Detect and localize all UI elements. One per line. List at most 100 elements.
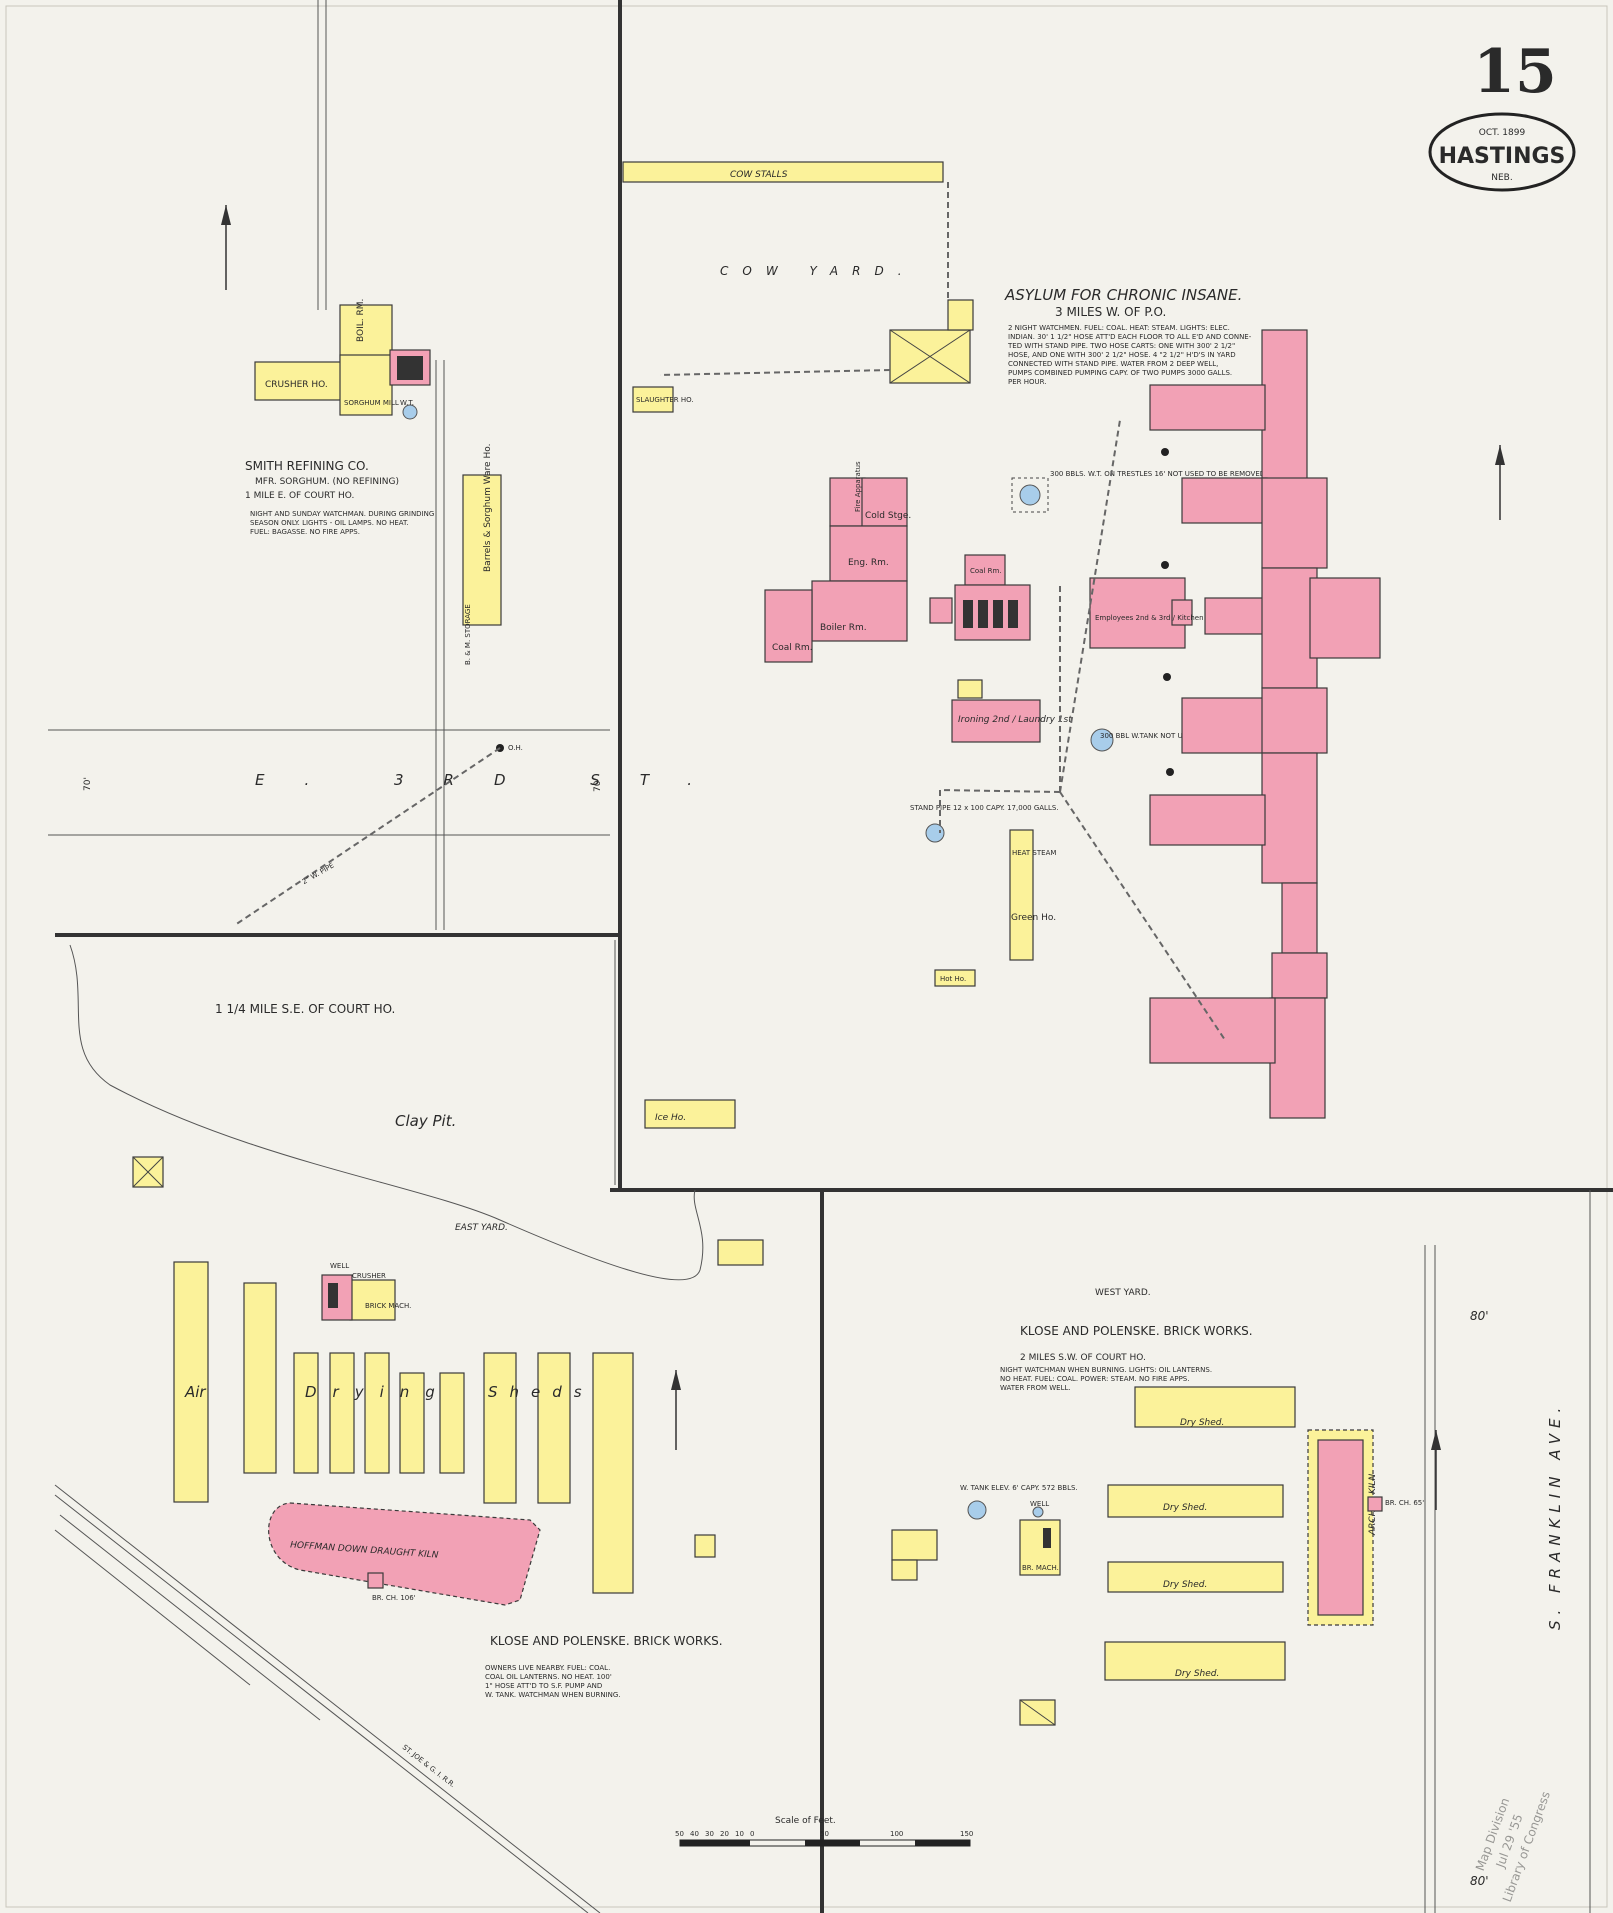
- street-label: E. 3RD ST.: [255, 771, 732, 789]
- section-dividers: [55, 0, 1613, 1913]
- employees-wing: [1171, 599, 1193, 626]
- pit-note-4: W. TANK. WATCHMAN WHEN BURNING.: [485, 1691, 621, 1699]
- dry-shed-e-label: Dry Shed.: [1180, 1418, 1224, 1428]
- pit-note-1: OWNERS LIVE NEARBY. FUEL: COAL.: [485, 1664, 610, 1672]
- elevated-tank-1: [1019, 484, 1041, 506]
- boiler-icons: [963, 600, 1018, 628]
- title-cartouche: OCT. 1899 HASTINGS NEB.: [1428, 112, 1576, 192]
- ironing-label: Ironing 2nd / Laundry 1st: [958, 715, 1072, 725]
- scale-tick-4: 20: [720, 1830, 729, 1838]
- street-width-left: 70': [83, 777, 93, 791]
- dry-shed-d: [1107, 1561, 1284, 1593]
- fire-apparatus: [829, 477, 866, 527]
- street-width-right: 70': [593, 778, 603, 792]
- cow-stalls: [622, 161, 944, 183]
- water-tank-icon: [402, 404, 418, 420]
- coal-label: Coal Rm.: [772, 643, 813, 653]
- scale-bar: Scale of Feet. 50 40 30 20 10 0 50 100 1…: [675, 1816, 973, 1847]
- scale-tick-2: 40: [690, 1830, 699, 1838]
- tank1-label: 300 BBLS. W.T. ON TRESTLES 16' NOT USED …: [1050, 470, 1265, 478]
- boiler-room: [339, 304, 393, 361]
- hot-house: [934, 969, 976, 987]
- air-drying-shed-b: [243, 1282, 277, 1474]
- railroad-tracks: [54, 1484, 601, 1913]
- east-yard-block: 1 1/4 MILE S.E. OF COURT HO. Clay Pit. E…: [54, 944, 764, 1913]
- green-label: Green Ho.: [1011, 913, 1056, 923]
- air-label: Air: [184, 1383, 206, 1401]
- oh-label: O.H.: [508, 744, 523, 752]
- pit-owner: KLOSE AND POLENSKE. BRICK WORKS.: [490, 1634, 723, 1648]
- asylum-note-6: PUMPS COMBINED PUMPING CAPY. OF TWO PUMP…: [1008, 369, 1232, 377]
- scale-tick-3: 30: [705, 1830, 714, 1838]
- slaughter-house: [632, 386, 674, 413]
- employees-label: Employees 2nd & 3rd / Kitchen & Bake Ho.…: [1095, 614, 1258, 622]
- asylum-note-4: HOSE, AND ONE WITH 300' 2 1/2" HOSE. 4 "…: [1008, 351, 1236, 359]
- stand-pipe: [925, 823, 945, 843]
- clay-pit-label: Clay Pit.: [395, 1112, 456, 1130]
- smith-notes-1: NIGHT AND SUNDAY WATCHMAN. DURING GRINDI…: [250, 510, 434, 518]
- coal-room-2: [964, 554, 1006, 586]
- brick-machine: [349, 1279, 396, 1321]
- coal2-label: Coal Rm.: [970, 567, 1002, 575]
- asylum-note-3: TED WITH STAND PIPE. TWO HOSE CARTS: ONE…: [1007, 342, 1235, 350]
- town-name: HASTINGS: [1439, 144, 1566, 169]
- kiln-chimney-west: [1367, 1496, 1383, 1512]
- west-owner: KLOSE AND POLENSKE. BRICK WORKS.: [1020, 1324, 1253, 1338]
- scale-tick-8: 100: [890, 1830, 903, 1838]
- well-label-west: WELL: [1030, 1500, 1049, 1508]
- asylum-sub: 3 MILES W. OF P.O.: [1055, 305, 1166, 319]
- small-building-n: [717, 1239, 764, 1266]
- fire-app-label: Fire Apparatus: [854, 461, 862, 512]
- smith-mfr: MFR. SORGHUM. (NO REFINING): [255, 477, 399, 487]
- boil-label: BOIL. RM.: [356, 299, 366, 342]
- water-tank-west: [967, 1500, 987, 1520]
- boiler-label: Boiler Rm.: [820, 623, 867, 633]
- pit-note-2: COAL OIL LANTERNS. NO HEAT. 100': [485, 1673, 612, 1681]
- engine-room-east: [321, 1274, 353, 1321]
- asylum-note-7: PER HOUR.: [1008, 378, 1046, 386]
- chimney-base: [929, 597, 953, 624]
- coal-room: [764, 589, 813, 663]
- smith-name: SMITH REFINING CO.: [245, 459, 369, 473]
- well-icon: [1032, 1506, 1044, 1518]
- north-arrow-icon: [221, 205, 231, 290]
- sheet-date: OCT. 1899: [1479, 128, 1526, 138]
- eng-label: Eng. Rm.: [848, 558, 889, 568]
- dry-shed-e: [1134, 1386, 1296, 1428]
- west-yard-block: WEST YARD. KLOSE AND POLENSKE. BRICK WOR…: [891, 1190, 1591, 1913]
- crusher-house: [254, 361, 346, 401]
- slaughter-label: SLAUGHTER HO.: [636, 396, 694, 404]
- avenue-label: S. FRANKLIN AVE.: [1546, 1402, 1564, 1630]
- air-drying-shed-h: [483, 1352, 517, 1504]
- crusher-label: CRUSHER HO.: [265, 380, 328, 390]
- west-note-2: NO HEAT. FUEL: COAL. POWER: STEAM. NO FI…: [1000, 1375, 1189, 1383]
- machine-house: [1019, 1519, 1061, 1576]
- dry-shed-a-label: Dry Shed.: [1163, 1503, 1207, 1513]
- avenue-width-bottom: 80': [1470, 1874, 1489, 1888]
- employees-building: [1089, 577, 1186, 649]
- air-drying-shed-g: [439, 1372, 465, 1474]
- br-mach-label: BR. MACH.: [1022, 1564, 1059, 1572]
- heat-label: HEAT STEAM: [1012, 849, 1056, 857]
- barn-wing: [947, 299, 974, 331]
- sheet-number: 15: [1473, 37, 1557, 107]
- north-arrow-icon: [1431, 1430, 1441, 1510]
- scale-tick-5: 10: [735, 1830, 744, 1838]
- asylum-note-1: 2 NIGHT WATCHMEN. FUEL: COAL. HEAT: STEA…: [1008, 324, 1230, 332]
- engine-room: [829, 525, 908, 582]
- scale-tick-7: 50: [820, 1830, 829, 1838]
- smith-notes-3: FUEL: BAGASSE. NO FIRE APPS.: [250, 528, 360, 536]
- warehouse-label: Barrels & Sorghum Ware Ho.: [483, 444, 493, 572]
- sorghum-warehouse: [462, 474, 502, 626]
- ice-label: Ice Ho.: [655, 1113, 686, 1123]
- soap-room: [957, 679, 983, 699]
- sorghum-mill-label: SORGHUM MILL: [344, 399, 399, 407]
- north-arrow-icon: [1495, 445, 1505, 520]
- hydrant-icons: [1161, 448, 1174, 776]
- asylum-note-5: CONNECTED WITH STAND PIPE. WATER FROM 2 …: [1008, 360, 1218, 368]
- air-drying-shed-c: [293, 1352, 319, 1474]
- dry-shed-b: [1104, 1641, 1286, 1681]
- pit-note-3: 1" HOSE ATT'D TO S.F. PUMP AND: [485, 1682, 602, 1690]
- air-drying-shed-d: [329, 1352, 355, 1474]
- scale-tick-1: 50: [675, 1830, 684, 1838]
